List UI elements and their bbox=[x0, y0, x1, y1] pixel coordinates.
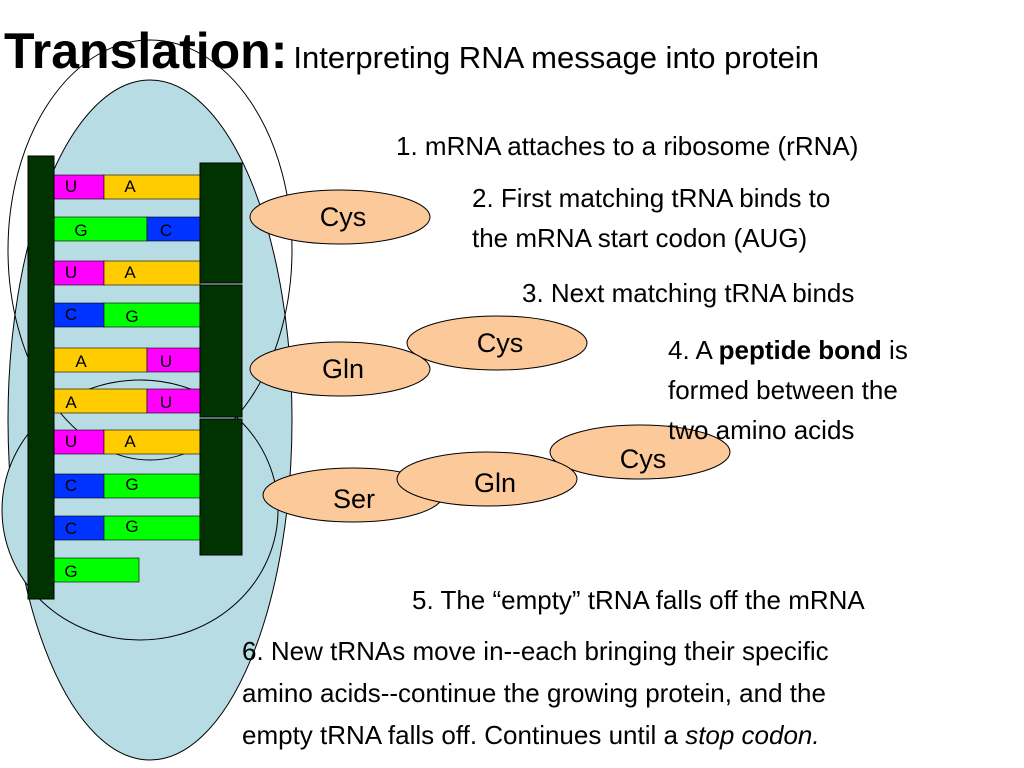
base-label: G bbox=[64, 562, 78, 581]
mrna-base-A bbox=[53, 347, 148, 373]
base-label: A bbox=[124, 432, 136, 451]
amino-acid-oval bbox=[406, 315, 588, 371]
step-2-line-1: 2. First matching tRNA binds to bbox=[472, 183, 831, 213]
base-label: C bbox=[64, 476, 78, 495]
amino-acid-label: Ser bbox=[332, 484, 376, 514]
step-6-line-2: amino acids--continue the growing protei… bbox=[242, 678, 826, 708]
mrna-base-G bbox=[53, 216, 148, 242]
base-label: A bbox=[124, 263, 136, 282]
mrna-base-A bbox=[53, 388, 148, 414]
trna-backbone-1 bbox=[199, 162, 243, 284]
base-label: C bbox=[159, 221, 173, 240]
base-label: A bbox=[124, 177, 136, 196]
amino-acid-label: Cys bbox=[319, 202, 367, 232]
base-label: G bbox=[125, 307, 139, 326]
base-label: G bbox=[125, 475, 139, 494]
amino-acid-label: Cys bbox=[619, 444, 667, 474]
base-label: C bbox=[64, 519, 78, 538]
step-6-prefix: empty tRNA falls off. Continues until a bbox=[242, 720, 686, 750]
step-6-line-3: empty tRNA falls off. Continues until a … bbox=[242, 714, 829, 756]
page-title: Translation:Interpreting RNA message int… bbox=[4, 22, 819, 80]
ribosome-outline-upper bbox=[7, 39, 293, 461]
base-label: G bbox=[74, 221, 88, 240]
mrna-base-G bbox=[53, 557, 140, 583]
step-4-suffix: is bbox=[881, 335, 908, 365]
amino-acid-oval bbox=[549, 424, 731, 480]
step-4-line-2: formed between the bbox=[668, 375, 898, 405]
mrna-backbone bbox=[27, 155, 55, 600]
trna-base-G bbox=[103, 302, 201, 328]
trna-base-A bbox=[103, 429, 201, 455]
amino-acid-oval bbox=[396, 451, 578, 507]
trna-backbone-2 bbox=[199, 284, 243, 418]
base-label: U bbox=[159, 352, 173, 371]
trna-base-G bbox=[103, 515, 201, 541]
base-label: U bbox=[159, 393, 173, 412]
trna-base-G bbox=[103, 473, 201, 499]
step-4-line-1: 4. A peptide bond is bbox=[668, 330, 908, 370]
mrna-base-U bbox=[53, 260, 105, 286]
trna-base-A bbox=[103, 174, 201, 200]
base-label: A bbox=[75, 352, 87, 371]
trna-base-C bbox=[146, 216, 201, 242]
amino-acid-label: Cys bbox=[476, 328, 524, 358]
base-label: G bbox=[125, 517, 139, 536]
peptide-bond-term: peptide bond bbox=[718, 335, 882, 365]
base-label: A bbox=[65, 393, 77, 412]
mrna-base-U bbox=[53, 174, 105, 200]
step-4: 4. A peptide bond is formed between the … bbox=[668, 330, 908, 450]
amino-acid-oval bbox=[249, 341, 431, 397]
amino-acid-label: Gln bbox=[473, 468, 517, 498]
step-3: 3. Next matching tRNA binds bbox=[522, 278, 855, 308]
step-5: 5. The “empty” tRNA falls off the mRNA bbox=[412, 585, 865, 615]
trna-backbone-3 bbox=[199, 418, 243, 556]
trna-base-A bbox=[103, 260, 201, 286]
trna-base-U bbox=[146, 347, 201, 373]
amino-acid-oval bbox=[249, 189, 431, 245]
title-subtitle: Interpreting RNA message into protein bbox=[293, 40, 819, 75]
step-2: 2. First matching tRNA binds to the mRNA… bbox=[472, 180, 830, 256]
mrna-bases bbox=[53, 174, 148, 583]
trna-base-U bbox=[146, 388, 201, 414]
base-label: U bbox=[64, 432, 78, 451]
step-4-prefix: 4. A bbox=[668, 335, 719, 365]
title-main: Translation: bbox=[4, 23, 288, 79]
trna-bases bbox=[103, 174, 201, 541]
stop-codon-term: stop codon. bbox=[685, 720, 820, 750]
mrna-base-C bbox=[53, 302, 105, 328]
step-2-line-2: the mRNA start codon (AUG) bbox=[472, 223, 808, 253]
step-6-line-1: 6. New tRNAs move in--each bringing thei… bbox=[242, 636, 829, 666]
step-4-line-3: two amino acids bbox=[668, 415, 855, 445]
base-label: U bbox=[64, 177, 78, 196]
amino-acid-label: Gln bbox=[321, 354, 365, 384]
step-1: 1. mRNA attaches to a ribosome (rRNA) bbox=[396, 131, 859, 161]
base-label: U bbox=[64, 263, 78, 282]
base-label: C bbox=[64, 305, 78, 324]
step-6: 6. New tRNAs move in--each bringing thei… bbox=[242, 630, 829, 756]
